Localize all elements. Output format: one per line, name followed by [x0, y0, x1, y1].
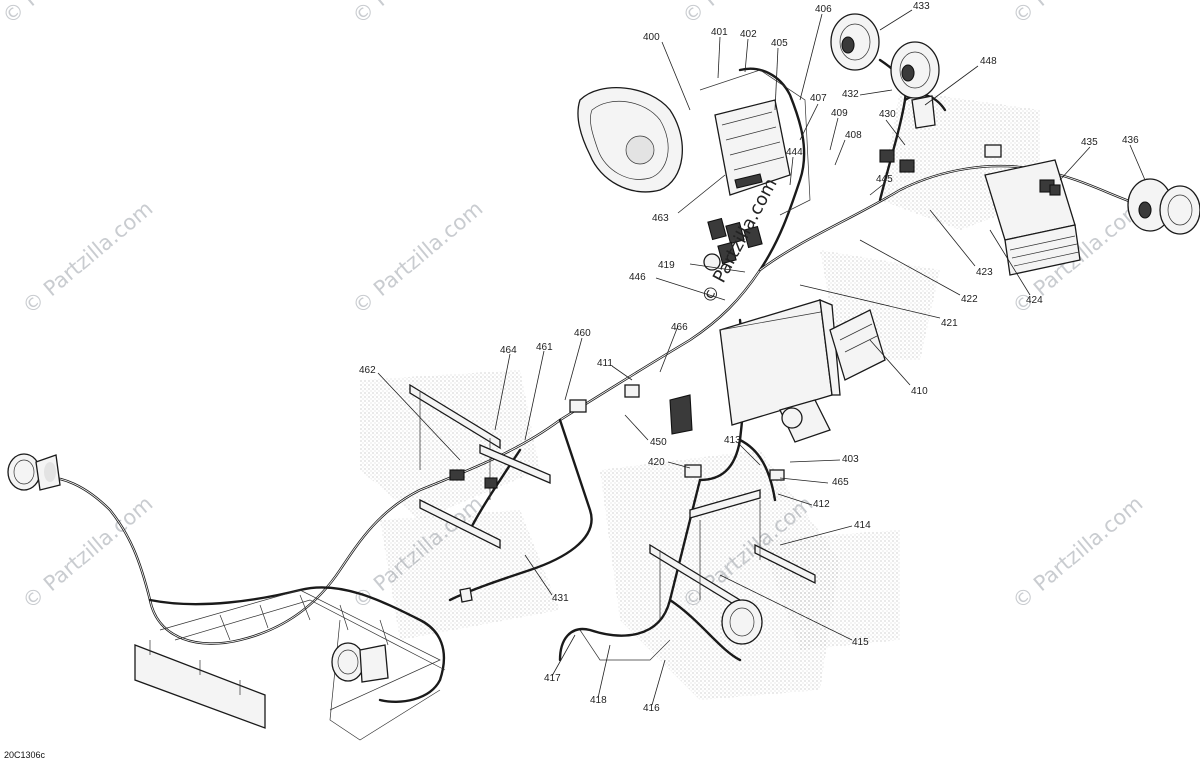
watermark: © Partzilla.com [18, 491, 158, 614]
vehicle-body-shading [360, 90, 1040, 700]
callout-416: 416 [643, 703, 660, 714]
callout-410: 410 [911, 386, 928, 397]
callout-446: 446 [629, 272, 646, 283]
watermark: © Partzilla.com [0, 0, 137, 29]
callout-labels: 400 401 402 405 406 433 448 432 407 409 … [359, 1, 1139, 714]
callout-418: 418 [590, 695, 607, 706]
watermark: © Partzilla.com [678, 0, 818, 29]
window-motor [779, 399, 831, 443]
battery [984, 159, 1081, 276]
upper-headlight-pair [830, 13, 940, 129]
callout-430: 430 [879, 109, 896, 120]
callout-401: 401 [711, 27, 728, 38]
callout-400: 400 [643, 32, 660, 43]
callout-402: 402 [740, 29, 757, 40]
callout-462: 462 [359, 365, 376, 376]
callout-435: 435 [1081, 137, 1098, 148]
callout-417: 417 [544, 673, 561, 684]
ecm-module [699, 69, 811, 216]
callout-413: 413 [724, 435, 741, 446]
watermark-layer: © Partzilla.com © Partzilla.com © Partzi… [0, 0, 1147, 614]
callout-407: 407 [810, 93, 827, 104]
callout-431: 431 [552, 593, 569, 604]
leader-lines [377, 9, 1146, 706]
watermark: © Partzilla.com [348, 196, 488, 319]
right-headlight-pair [1127, 178, 1200, 235]
instrument-cluster [577, 87, 683, 193]
callout-422: 422 [961, 294, 978, 305]
diagram-code: 20C1306c [4, 750, 46, 760]
callout-419: 419 [658, 260, 675, 271]
callout-463: 463 [652, 213, 669, 224]
callout-408: 408 [845, 130, 862, 141]
callout-421: 421 [941, 318, 958, 329]
center-fog-light [331, 642, 389, 683]
callout-414: 414 [854, 520, 871, 531]
callout-464: 464 [500, 345, 517, 356]
callout-460: 460 [574, 328, 591, 339]
fuse-box [719, 298, 841, 426]
control-module-410 [829, 309, 886, 381]
fuel-cap [721, 599, 763, 645]
callout-415: 415 [852, 637, 869, 648]
callout-444: 444 [786, 147, 803, 158]
center-watermark: © Partzilla.com [698, 175, 782, 308]
callout-466: 466 [671, 322, 688, 333]
callout-405: 405 [771, 38, 788, 49]
callout-424: 424 [1026, 295, 1043, 306]
callout-465: 465 [832, 477, 849, 488]
callout-461: 461 [536, 342, 553, 353]
callout-420: 420 [648, 457, 665, 468]
frame-brackets [134, 383, 816, 741]
callout-409: 409 [831, 108, 848, 119]
watermark: © Partzilla.com [18, 196, 158, 319]
callout-403: 403 [842, 454, 859, 465]
connectors [449, 144, 1061, 603]
main-harness [28, 58, 1142, 703]
relay-cluster [703, 217, 763, 271]
callout-433: 433 [913, 1, 930, 12]
watermark: © Partzilla.com [348, 0, 488, 29]
callout-448: 448 [980, 56, 997, 67]
watermark: © Partzilla.com [1008, 0, 1148, 29]
watermark: © Partzilla.com [1008, 491, 1148, 614]
callout-412: 412 [813, 499, 830, 510]
callout-411: 411 [597, 358, 613, 369]
callout-450: 450 [650, 437, 667, 448]
callout-423: 423 [976, 267, 993, 278]
callout-436: 436 [1122, 135, 1139, 146]
left-headlight [7, 453, 61, 491]
callout-432: 432 [842, 89, 859, 100]
callout-406: 406 [815, 4, 832, 15]
callout-445: 445 [876, 174, 893, 185]
